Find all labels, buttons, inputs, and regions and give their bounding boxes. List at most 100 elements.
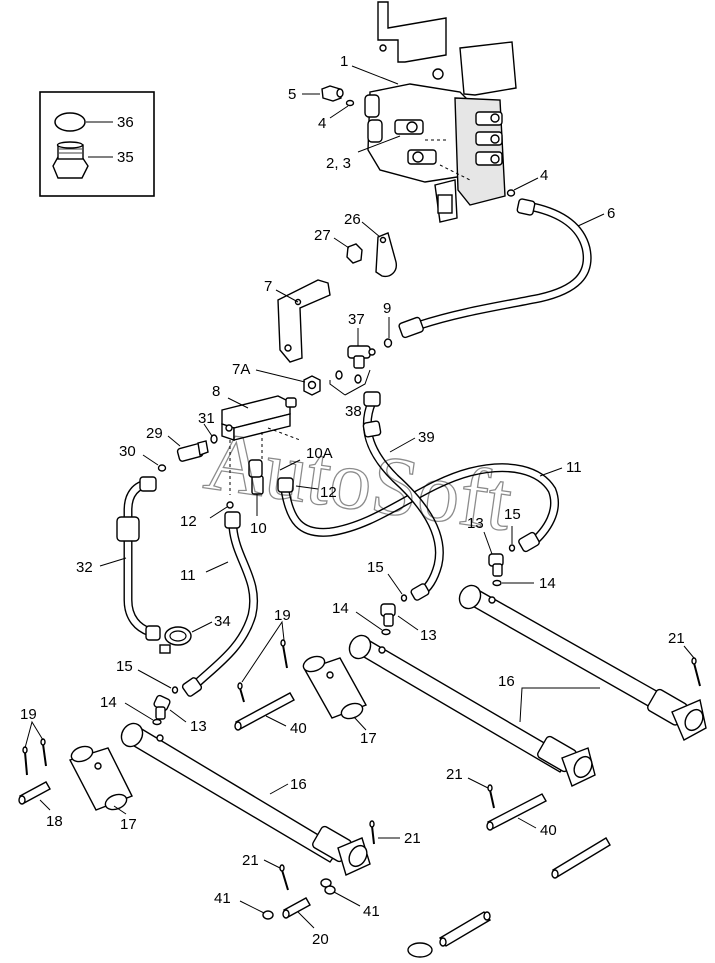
o-ring-15c bbox=[171, 686, 179, 694]
elbow-fitting-13c bbox=[153, 694, 171, 720]
sleeve-17-upper bbox=[302, 655, 368, 720]
label-14c: 14 bbox=[100, 694, 117, 711]
o-ring-9 bbox=[383, 338, 393, 348]
adapter-fitting-29 bbox=[176, 440, 209, 462]
o-ring-4b bbox=[506, 189, 516, 197]
bushing-41a bbox=[262, 910, 274, 920]
label-10a: 10A bbox=[306, 445, 333, 462]
label-16a: 16 bbox=[498, 673, 515, 690]
pin-18 bbox=[18, 781, 51, 805]
hitch-pin-21d bbox=[279, 864, 289, 891]
hitch-pin-21c bbox=[369, 820, 375, 845]
label-34: 34 bbox=[214, 613, 231, 630]
label-15a: 15 bbox=[504, 506, 521, 523]
label-9: 9 bbox=[383, 300, 391, 317]
label-12a: 12 bbox=[320, 484, 337, 501]
label-32: 32 bbox=[76, 559, 93, 576]
nut-5 bbox=[321, 85, 344, 102]
o-ring-38a bbox=[335, 370, 343, 380]
hitch-pin-19a bbox=[237, 639, 288, 703]
label-41b: 41 bbox=[363, 903, 380, 920]
label-19a: 19 bbox=[274, 607, 291, 624]
label-15b: 15 bbox=[367, 559, 384, 576]
label-5: 5 bbox=[288, 86, 296, 103]
label-1: 1 bbox=[340, 53, 348, 70]
o-ring-30 bbox=[157, 464, 167, 472]
o-ring-15b bbox=[400, 594, 408, 602]
control-valve-assembly bbox=[364, 1, 517, 223]
tube-32 bbox=[116, 476, 161, 641]
o-ring-12b bbox=[226, 501, 234, 509]
hitch-pin-19b bbox=[22, 738, 47, 776]
label-37: 37 bbox=[348, 311, 365, 328]
label-6: 6 bbox=[607, 205, 615, 222]
label-11b: 11 bbox=[566, 459, 582, 476]
label-17a: 17 bbox=[360, 730, 377, 747]
label-14b: 14 bbox=[332, 600, 349, 617]
bracket-7 bbox=[277, 279, 331, 363]
hose-6 bbox=[398, 198, 592, 339]
hitch-pin-21a bbox=[691, 657, 701, 687]
label-13c: 13 bbox=[190, 718, 207, 735]
label-18: 18 bbox=[46, 813, 63, 830]
elbow-fitting-13b bbox=[380, 603, 396, 627]
pin-40-upper bbox=[234, 692, 295, 731]
elbow-fitting-13a bbox=[488, 553, 504, 577]
manifold-block-8 bbox=[221, 395, 297, 441]
label-4a: 4 bbox=[318, 115, 326, 132]
clamp-26 bbox=[375, 232, 397, 278]
plug-35 bbox=[52, 141, 89, 179]
pin-20 bbox=[282, 897, 311, 919]
hose-11-right bbox=[277, 463, 560, 553]
hose-clamp-34 bbox=[159, 626, 192, 654]
label-15c: 15 bbox=[116, 658, 133, 675]
hose-39 bbox=[362, 391, 444, 601]
pin-40-lower bbox=[486, 793, 547, 831]
label-27: 27 bbox=[314, 227, 331, 244]
label-17b: 17 bbox=[120, 816, 137, 833]
label-7: 7 bbox=[264, 278, 272, 295]
o-ring-36 bbox=[54, 112, 86, 132]
label-39: 39 bbox=[418, 429, 435, 446]
label-21a: 21 bbox=[668, 630, 685, 647]
label-36: 36 bbox=[117, 114, 134, 131]
hose-11-left bbox=[181, 511, 258, 697]
o-ring-38b bbox=[354, 374, 362, 384]
label-31: 31 bbox=[198, 410, 215, 427]
label-29: 29 bbox=[146, 425, 163, 442]
o-ring-14a bbox=[492, 579, 502, 587]
cylinder-16-left bbox=[120, 722, 371, 876]
label-20: 20 bbox=[312, 931, 329, 948]
o-ring-4a bbox=[345, 99, 355, 107]
label-2-3: 2, 3 bbox=[326, 155, 351, 172]
label-30: 30 bbox=[119, 443, 136, 460]
label-14a: 14 bbox=[539, 575, 556, 592]
label-16b: 16 bbox=[290, 776, 307, 793]
cylinder-16-right-front bbox=[348, 634, 596, 787]
sleeve-17-lower bbox=[68, 745, 133, 811]
hitch-pin-21b bbox=[487, 784, 495, 809]
o-ring-14b bbox=[381, 628, 391, 636]
nut-27 bbox=[346, 243, 363, 264]
nut-7a bbox=[303, 375, 321, 396]
label-12b: 12 bbox=[180, 513, 197, 530]
tee-fitting-37 bbox=[347, 345, 376, 369]
label-35: 35 bbox=[117, 149, 134, 166]
pin-bottom-right bbox=[438, 911, 492, 947]
label-40b: 40 bbox=[540, 822, 557, 839]
label-41a: 41 bbox=[214, 890, 231, 907]
label-7a: 7A bbox=[232, 361, 250, 378]
label-13b: 13 bbox=[420, 627, 437, 644]
label-21b: 21 bbox=[446, 766, 463, 783]
label-38: 38 bbox=[345, 403, 362, 420]
pin-loose bbox=[551, 837, 611, 879]
cylinder-16-right-rear bbox=[458, 584, 707, 741]
inset-box: 36 35 bbox=[39, 91, 155, 197]
label-21c: 21 bbox=[404, 830, 421, 847]
label-40a: 40 bbox=[290, 720, 307, 737]
label-21d: 21 bbox=[242, 852, 259, 869]
label-13a: 13 bbox=[467, 515, 484, 532]
o-ring-15a bbox=[508, 544, 516, 552]
retaining-ring bbox=[407, 942, 433, 958]
